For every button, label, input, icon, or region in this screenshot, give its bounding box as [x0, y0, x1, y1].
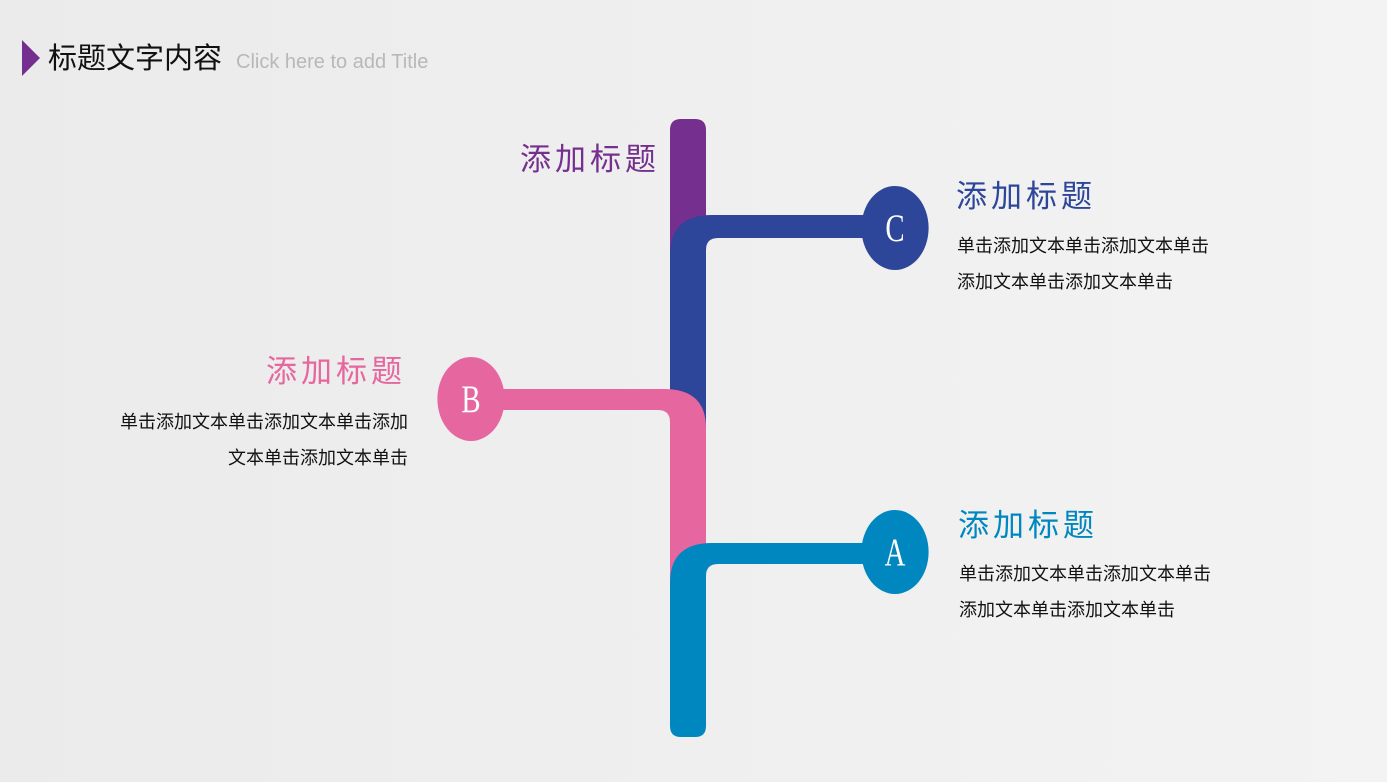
node-a-title[interactable]: 添加标题 [958, 508, 1098, 544]
node-a-letter: A [884, 530, 906, 574]
node-b-circle[interactable]: B [437, 357, 505, 441]
node-b-body[interactable]: 单击添加文本单击添加文本单击添加 文本单击添加文本单击 [60, 405, 408, 477]
slide-title-placeholder[interactable]: Click here to add Title [236, 50, 429, 73]
node-c-circle[interactable]: C [861, 186, 929, 270]
node-c-line-2: 添加文本单击添加文本单击 [957, 272, 1173, 293]
triangle-marker-icon [22, 40, 40, 76]
node-b-letter: B [461, 377, 481, 421]
node-a-line-1: 单击添加文本单击添加文本单击 [959, 564, 1211, 585]
node-a-line-2: 添加文本单击添加文本单击 [959, 600, 1175, 621]
node-b-line-2: 文本单击添加文本单击 [228, 448, 408, 469]
timeline-branch-b [490, 389, 706, 590]
timeline-branch-c [670, 215, 880, 430]
timeline-top-title[interactable]: 添加标题 [520, 142, 660, 178]
node-a-circle[interactable]: A [861, 510, 929, 594]
node-b-title[interactable]: 添加标题 [266, 354, 406, 390]
node-b-line-1: 单击添加文本单击添加文本单击添加 [120, 412, 408, 433]
timeline-branch-a [670, 543, 880, 737]
slide-title[interactable]: 标题文字内容 [48, 41, 223, 75]
node-c-body[interactable]: 单击添加文本单击添加文本单击 添加文本单击添加文本单击 [957, 229, 1209, 301]
slide-header: 标题文字内容 Click here to add Title [22, 36, 428, 80]
node-c-line-1: 单击添加文本单击添加文本单击 [957, 236, 1209, 257]
node-c-letter: C [885, 206, 905, 250]
node-a-body[interactable]: 单击添加文本单击添加文本单击 添加文本单击添加文本单击 [959, 557, 1211, 629]
node-c-title[interactable]: 添加标题 [956, 179, 1096, 215]
